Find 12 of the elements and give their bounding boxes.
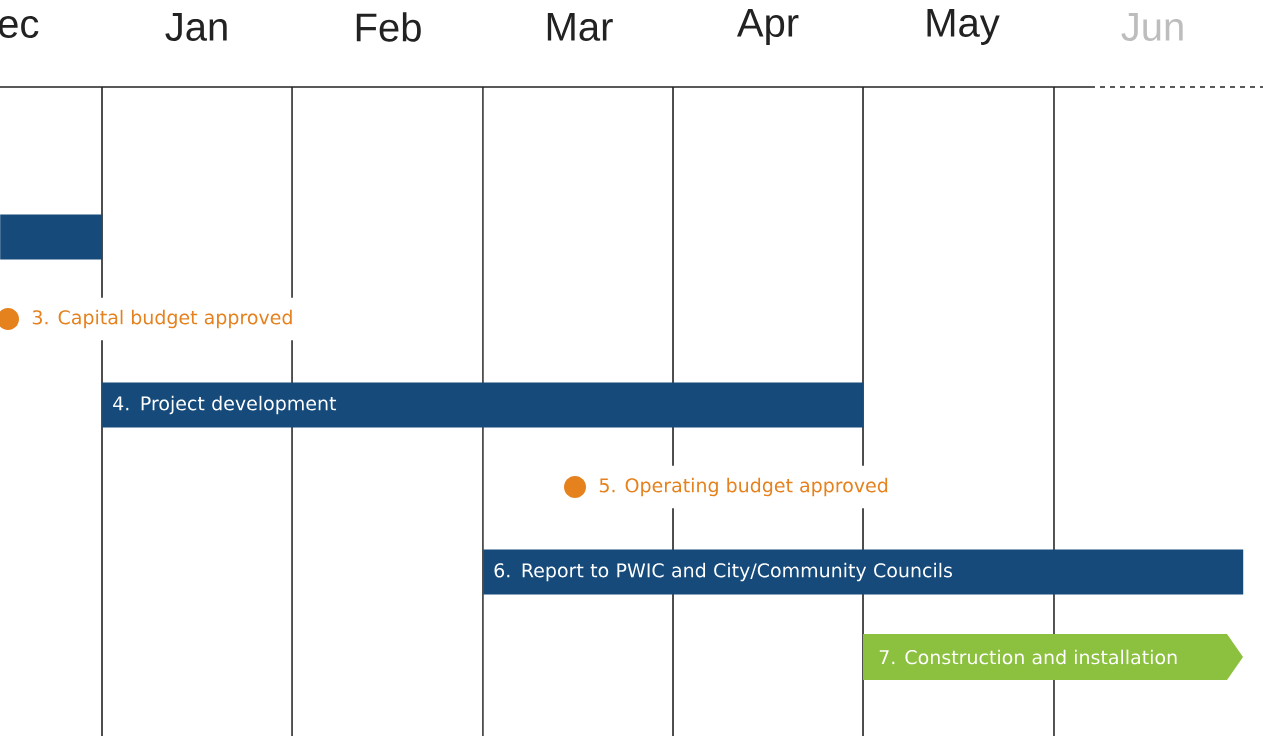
task-bar: 4. Project development — [102, 382, 864, 428]
milestone-label: 3. Capital budget approved — [27, 297, 298, 341]
milestone-dot — [564, 476, 586, 498]
month-label: Jan — [165, 13, 227, 41]
month-label: May — [927, 9, 1000, 45]
month-label: Feb — [356, 12, 421, 42]
month-label: Apr — [736, 9, 799, 45]
month-label: Jun — [1121, 13, 1183, 41]
task-bar: 6. Report to PWIC and City/Community Councils — [483, 549, 1244, 595]
month-label: Mar — [547, 13, 613, 41]
milestone-label: 5. Operating budget approved — [594, 465, 893, 509]
task-bar — [0, 214, 103, 260]
